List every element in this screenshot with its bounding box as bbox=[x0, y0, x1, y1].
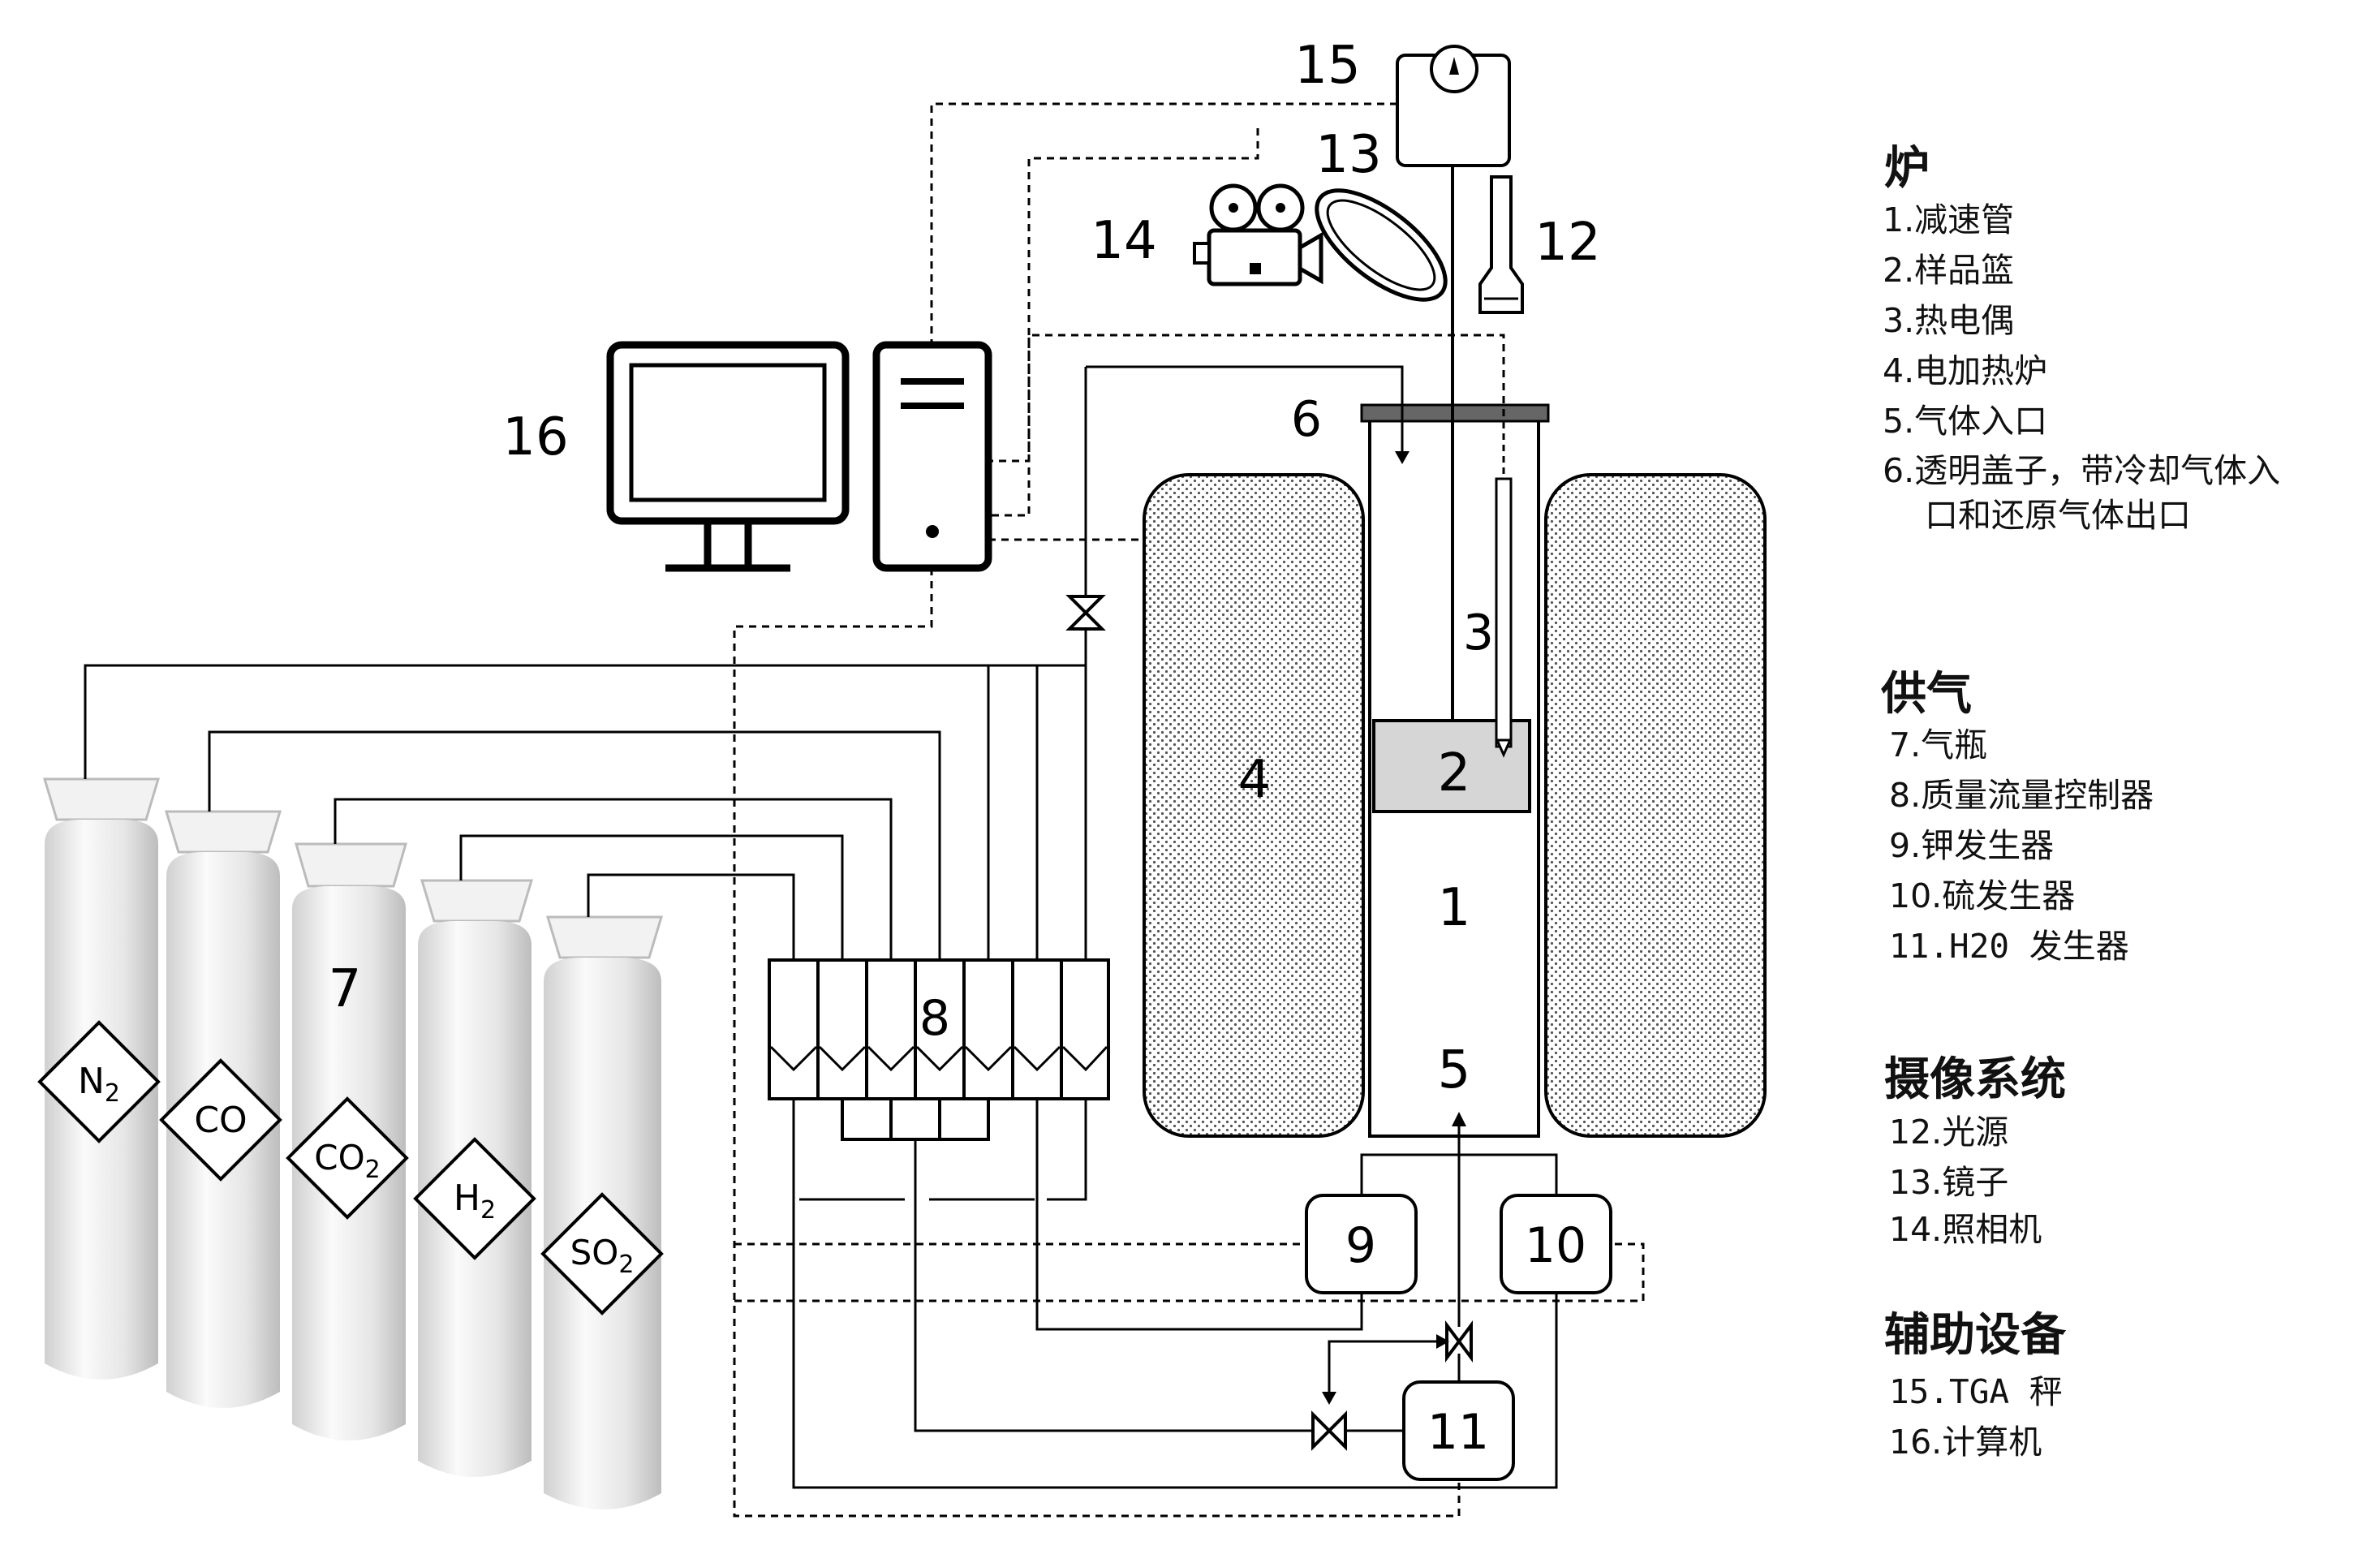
label-8: 8 bbox=[919, 990, 950, 1047]
svg-text:CO: CO bbox=[194, 1100, 247, 1141]
legend-title-camera: 摄像系统 bbox=[1884, 1053, 2066, 1106]
legend-item-8: 8.质量流量控制器 bbox=[1889, 776, 2154, 815]
legend-item-3: 3.热电偶 bbox=[1883, 301, 2015, 340]
gas-label-so2: SO2 bbox=[540, 1192, 664, 1315]
svg-text:CO2: CO2 bbox=[314, 1138, 380, 1184]
label-2: 2 bbox=[1438, 743, 1471, 803]
legend-item-10: 10.硫发生器 bbox=[1889, 876, 2076, 915]
cooling-gas-arrow bbox=[1395, 451, 1409, 464]
label-1: 1 bbox=[1438, 878, 1471, 938]
camera-icon bbox=[1193, 183, 1323, 286]
legend-item-5: 5.气体入口 bbox=[1883, 402, 2048, 441]
label-5: 5 bbox=[1438, 1040, 1471, 1100]
mirror bbox=[1315, 188, 1448, 302]
gas-label-n2: N2 bbox=[37, 1020, 161, 1143]
label-14: 14 bbox=[1091, 211, 1156, 271]
gas-label-co2: CO2 bbox=[286, 1096, 409, 1220]
legend-title-gas-supply: 供气 bbox=[1881, 668, 1972, 721]
signal-lines bbox=[733, 102, 1645, 1518]
label-11: 11 bbox=[1427, 1404, 1489, 1461]
legend-item-2: 2.样品篮 bbox=[1883, 251, 2015, 290]
mass-flow-controllers bbox=[768, 958, 1110, 1141]
label-13: 13 bbox=[1315, 125, 1381, 185]
legend-title-furnace: 炉 bbox=[1884, 142, 1930, 195]
legend-item-16: 16.计算机 bbox=[1889, 1423, 2042, 1462]
legend-item-9: 9.钾发生器 bbox=[1889, 826, 2055, 865]
svg-text:N2: N2 bbox=[78, 1061, 120, 1108]
legend-item-7: 7.气瓶 bbox=[1889, 725, 1988, 764]
light-source bbox=[1478, 175, 1524, 314]
legend-item-6: 6.透明盖子，带冷却气体入 bbox=[1883, 451, 2281, 490]
svg-text:H2: H2 bbox=[454, 1178, 496, 1225]
legend-title-aux: 辅助设备 bbox=[1884, 1309, 2066, 1362]
gas-label-co: CO bbox=[159, 1058, 282, 1182]
label-10: 10 bbox=[1525, 1217, 1586, 1274]
tga-scale bbox=[1396, 45, 1511, 167]
legend-item-13: 13.镜子 bbox=[1889, 1163, 2009, 1202]
transparent-lid bbox=[1360, 403, 1550, 423]
legend-item-14: 14.照相机 bbox=[1889, 1210, 2042, 1249]
thermocouple bbox=[1495, 422, 1513, 758]
label-16: 16 bbox=[502, 407, 568, 467]
legend-item-1: 1.减速管 bbox=[1883, 200, 2015, 239]
valve-bypass bbox=[1311, 1410, 1347, 1451]
legend-item-11: 11.H20 发生器 bbox=[1889, 927, 2129, 966]
valve-h2o bbox=[1445, 1320, 1473, 1363]
computer-icon bbox=[606, 341, 992, 572]
gas-label-h2: H2 bbox=[413, 1137, 536, 1260]
legend-item-12: 12.光源 bbox=[1889, 1113, 2009, 1152]
electric-furnace bbox=[1143, 473, 1767, 1138]
legend-item-15: 15.TGA 秤 bbox=[1889, 1372, 2063, 1411]
label-7: 7 bbox=[329, 959, 362, 1019]
gas-lines bbox=[84, 365, 1404, 960]
label-4: 4 bbox=[1238, 750, 1272, 810]
number-labels: 1 2 3 4 5 6 7 8 9 10 11 12 13 14 15 16 bbox=[329, 36, 1601, 1461]
label-12: 12 bbox=[1534, 213, 1600, 273]
legend-item-4: 4.电加热炉 bbox=[1883, 351, 2048, 390]
label-6: 6 bbox=[1291, 391, 1322, 448]
label-3: 3 bbox=[1463, 605, 1494, 661]
inlet-arrow bbox=[1452, 1112, 1466, 1126]
label-15: 15 bbox=[1294, 36, 1360, 96]
legend-item-6-cont: 口和还原气体出口 bbox=[1925, 496, 2191, 535]
label-9: 9 bbox=[1345, 1217, 1376, 1274]
valve-cooling bbox=[1065, 595, 1106, 631]
svg-text:SO2: SO2 bbox=[570, 1233, 635, 1279]
